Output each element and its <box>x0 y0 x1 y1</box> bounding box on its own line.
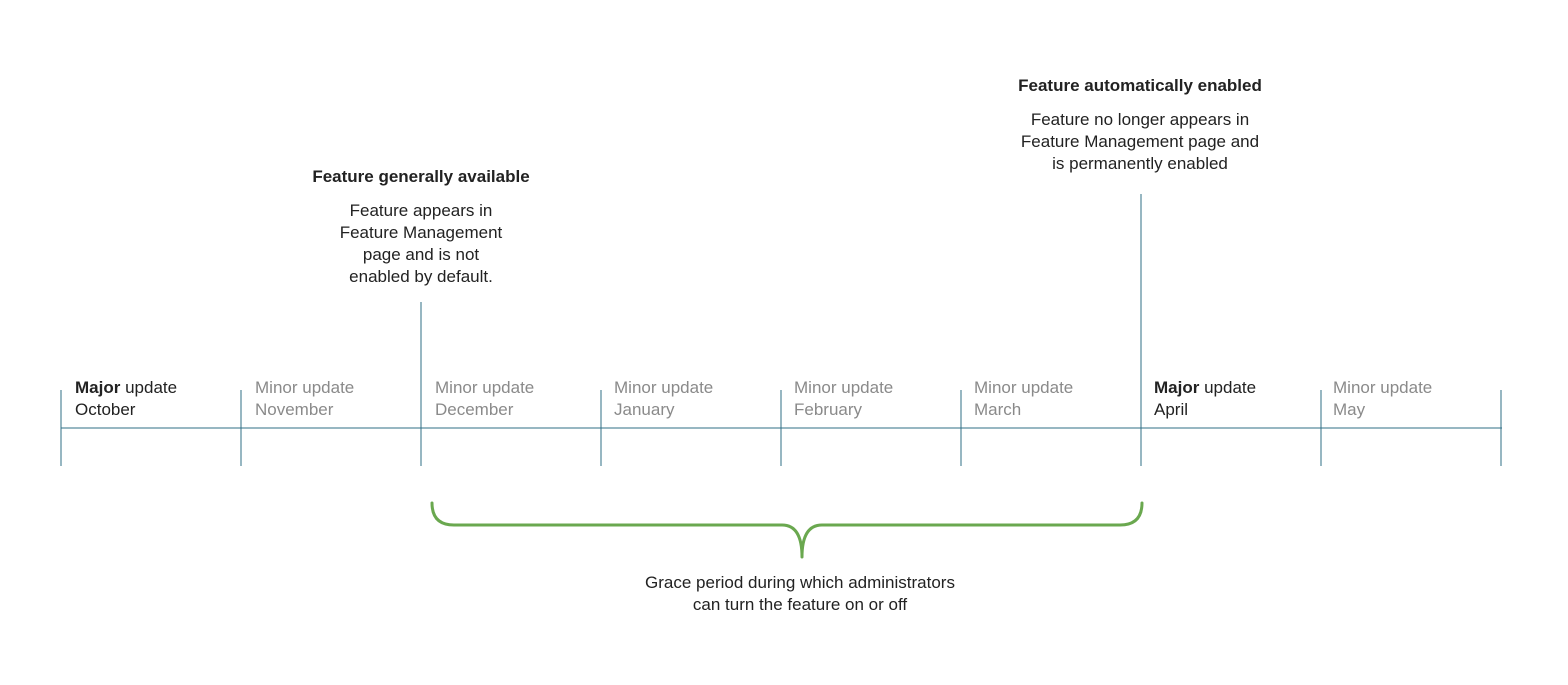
segment-month: March <box>974 400 1022 419</box>
callout-line: is permanently enabled <box>1052 154 1228 173</box>
segment-kind: Minor <box>1333 378 1376 397</box>
segment-month: January <box>614 400 675 419</box>
callout-line: Feature Management page and <box>1020 132 1260 151</box>
grace-period-line: Grace period during which administrators <box>645 573 955 592</box>
segment-label-february: Minor update February <box>794 377 893 421</box>
segment-kind: Minor <box>614 378 657 397</box>
segment-label-december: Minor update December <box>435 377 534 421</box>
segment-word: update <box>482 378 535 397</box>
segment-label-march: Minor update March <box>974 377 1073 421</box>
segment-month: December <box>435 400 514 419</box>
callout-description: Feature appears in Feature Management pa… <box>271 200 571 288</box>
segment-word: update <box>125 378 178 397</box>
segment-kind: Minor <box>794 378 837 397</box>
callout-automatically-enabled: Feature automatically enabled Feature no… <box>970 75 1310 175</box>
grace-period-line: can turn the feature on or off <box>692 595 908 614</box>
segment-word: update <box>841 378 894 397</box>
segment-kind: Minor <box>255 378 298 397</box>
segment-kind: Major <box>1154 378 1200 397</box>
segment-label-april: Major update April <box>1154 377 1256 421</box>
callout-title: Feature generally available <box>312 167 530 186</box>
grace-period-caption: Grace period during which administrators… <box>580 572 1020 616</box>
segment-label-october: Major update October <box>75 377 177 421</box>
segment-month: October <box>75 400 136 419</box>
callout-line: enabled by default. <box>349 267 493 286</box>
callout-line: Feature no longer appears in <box>1030 110 1250 129</box>
segment-kind: Minor <box>974 378 1017 397</box>
segment-kind: Minor <box>435 378 478 397</box>
callout-description: Feature no longer appears in Feature Man… <box>970 109 1310 175</box>
grace-period-brace <box>430 501 1144 559</box>
segment-word: update <box>1021 378 1074 397</box>
callout-line: Feature Management <box>339 223 503 242</box>
segment-month: November <box>255 400 334 419</box>
segment-word: update <box>302 378 355 397</box>
segment-label-november: Minor update November <box>255 377 354 421</box>
segment-word: update <box>661 378 714 397</box>
callout-line: page and is not <box>362 245 480 264</box>
callout-title: Feature automatically enabled <box>1018 76 1262 95</box>
segment-word: update <box>1204 378 1257 397</box>
callout-generally-available: Feature generally available Feature appe… <box>271 166 571 288</box>
segment-month: February <box>794 400 863 419</box>
segment-word: update <box>1380 378 1433 397</box>
segment-label-january: Minor update January <box>614 377 713 421</box>
segment-month: May <box>1333 400 1366 419</box>
segment-label-may: Minor update May <box>1333 377 1432 421</box>
segment-month: April <box>1154 400 1189 419</box>
callout-line: Feature appears in <box>349 201 493 220</box>
segment-kind: Major <box>75 378 121 397</box>
